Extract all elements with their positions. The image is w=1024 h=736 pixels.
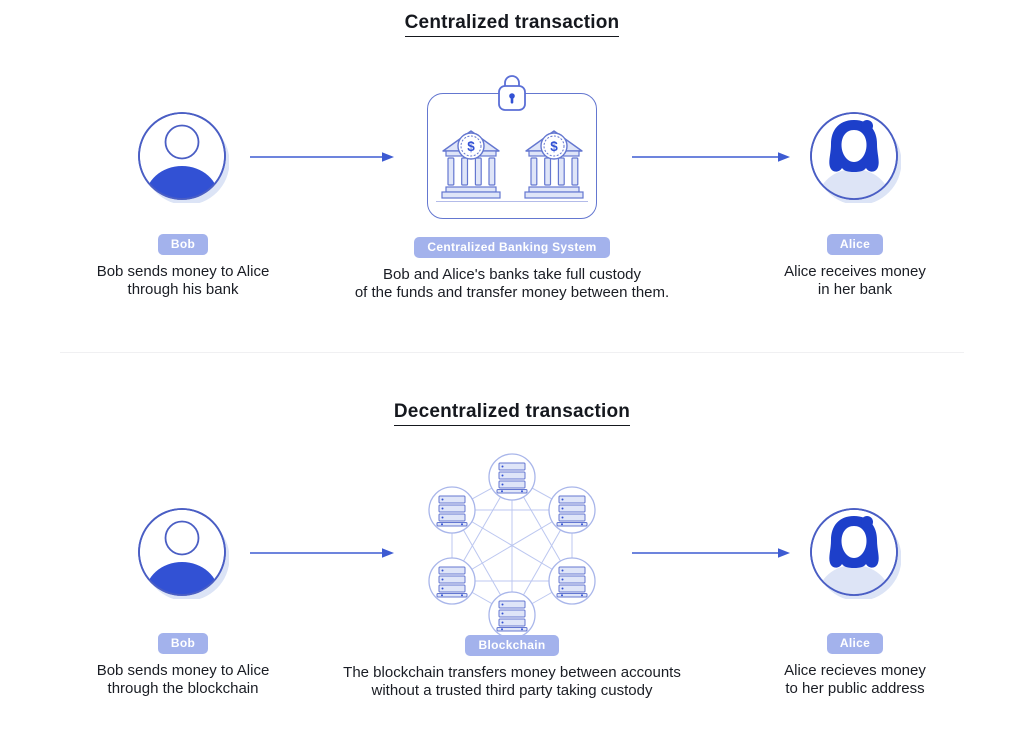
centralized-bob-column: Bob Bob sends money to Alice through his… bbox=[63, 111, 303, 299]
alice-caption: Alice recieves money to her public addre… bbox=[784, 662, 926, 697]
bob-avatar-icon bbox=[138, 508, 229, 599]
section-title-text: Centralized transaction bbox=[404, 12, 620, 37]
centralized-banking-column: $ $ Centralized Banking bbox=[312, 75, 712, 302]
server-node-icon bbox=[428, 486, 476, 534]
decentralized-alice-column: Alice Alice recieves money to her public… bbox=[735, 507, 975, 698]
blockchain-network bbox=[428, 453, 596, 639]
bank-icon: $ bbox=[523, 130, 584, 199]
centralized-banking-caption: Bob and Alice's banks take full custody … bbox=[354, 266, 670, 301]
alice-caption: Alice receives money in her bank bbox=[784, 263, 926, 298]
section-divider bbox=[60, 352, 964, 353]
blockchain-column: Blockchain The blockchain transfers mone… bbox=[312, 635, 712, 700]
centralized-banking-badge: Centralized Banking System bbox=[414, 237, 610, 258]
server-node-icon bbox=[428, 557, 476, 605]
dollar-symbol: $ bbox=[467, 139, 475, 154]
centralized-alice-column: Alice Alice receives money in her bank bbox=[735, 111, 975, 299]
bob-badge: Bob bbox=[157, 234, 209, 255]
arrow-right-icon bbox=[632, 151, 790, 163]
alice-avatar-icon bbox=[810, 508, 901, 599]
server-node-icon bbox=[488, 453, 536, 501]
arrow-right-icon bbox=[632, 547, 790, 559]
server-node-icon bbox=[548, 557, 596, 605]
badge-row: Blockchain bbox=[312, 635, 712, 656]
alice-badge: Alice bbox=[826, 234, 884, 255]
badge-row: Alice bbox=[735, 234, 975, 255]
arrow-right-icon bbox=[250, 151, 394, 163]
badge-row: Alice bbox=[735, 633, 975, 654]
section-title-text: Decentralized transaction bbox=[393, 401, 631, 426]
banks-row: $ $ bbox=[428, 126, 596, 202]
bank-icon: $ bbox=[440, 130, 501, 199]
alice-avatar-icon bbox=[810, 112, 901, 203]
bob-caption: Bob sends money to Alice through his ban… bbox=[96, 263, 270, 298]
alice-badge: Alice bbox=[826, 633, 884, 654]
bob-caption: Bob sends money to Alice through the blo… bbox=[96, 662, 270, 697]
badge-row: Bob bbox=[63, 234, 303, 255]
blockchain-caption: The blockchain transfers money between a… bbox=[343, 664, 681, 699]
server-node-icon bbox=[488, 591, 536, 639]
badge-row: Centralized Banking System bbox=[312, 237, 712, 258]
lock-icon bbox=[498, 75, 526, 111]
decentralized-bob-column: Bob Bob sends money to Alice through the… bbox=[63, 507, 303, 698]
blockchain-badge: Blockchain bbox=[465, 635, 559, 656]
arrow-right-icon bbox=[250, 547, 394, 559]
centralized-section-title: Centralized transaction bbox=[0, 12, 1024, 37]
server-node-icon bbox=[548, 486, 596, 534]
decentralized-section-title: Decentralized transaction bbox=[0, 401, 1024, 426]
bob-badge: Bob bbox=[157, 633, 209, 654]
dollar-symbol: $ bbox=[550, 139, 558, 154]
bank-baseline bbox=[436, 201, 588, 202]
bob-avatar-icon bbox=[138, 112, 229, 203]
banking-system-box: $ $ bbox=[427, 75, 597, 219]
badge-row: Bob bbox=[63, 633, 303, 654]
